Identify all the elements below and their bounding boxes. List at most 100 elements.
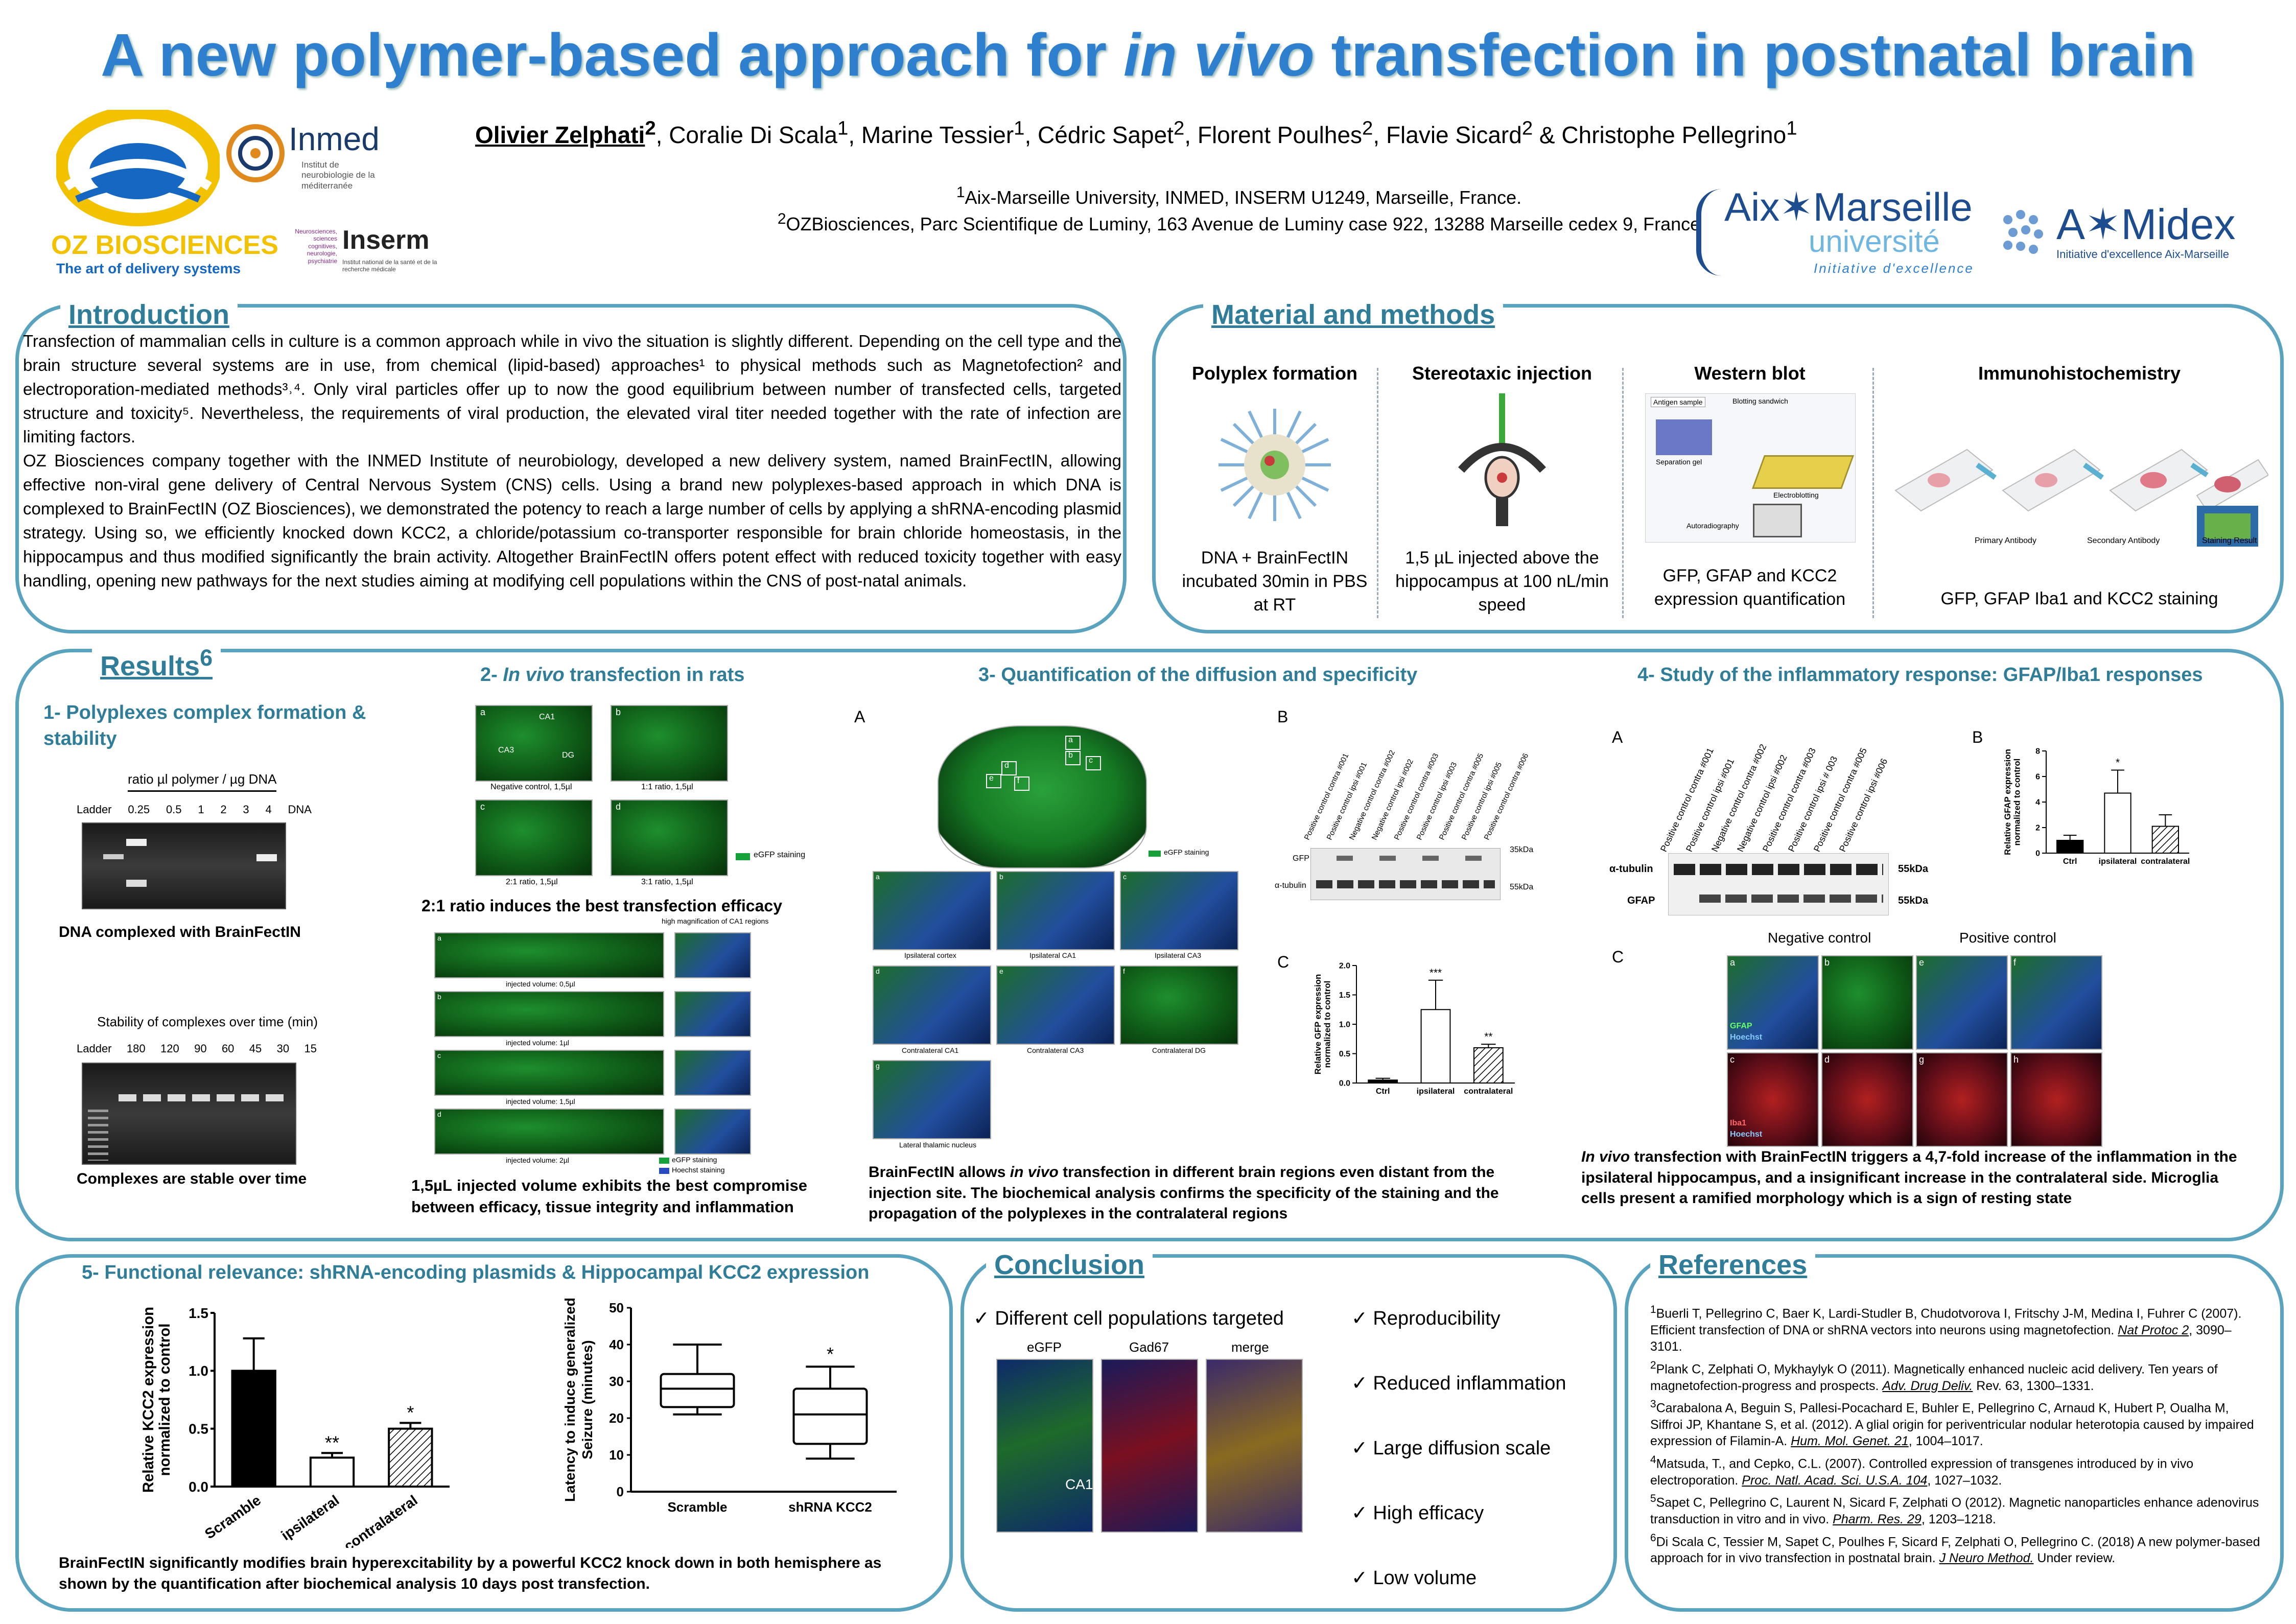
x-tick-label: contralateral bbox=[341, 1492, 420, 1548]
micro-letter: f bbox=[1123, 967, 1125, 975]
s5-title: 5- Functional relevance: shRNA-encoding … bbox=[77, 1262, 875, 1284]
x-tick-label: Scramble bbox=[667, 1499, 727, 1515]
methods-col-title: Western blot bbox=[1694, 363, 1806, 384]
y-tick-label: 20 bbox=[609, 1410, 624, 1426]
author-4: Florent Poulhes2 bbox=[1197, 117, 1373, 149]
results-s2-mid-caption: 2:1 ratio induces the best transfection … bbox=[421, 897, 782, 915]
wb-tank-rect bbox=[1751, 455, 1855, 489]
reference-item: 5Sapet C, Pellegrino C, Laurent N, Sicar… bbox=[1650, 1493, 2259, 1527]
strip-image bbox=[434, 1109, 664, 1155]
y-tick-label: 1.0 bbox=[189, 1363, 208, 1379]
region-label: CA3 bbox=[498, 746, 514, 755]
panel-letter: B bbox=[1277, 708, 1288, 726]
bar bbox=[309, 1456, 355, 1488]
panel-letter: A bbox=[854, 708, 865, 726]
y-tick-label: 50 bbox=[609, 1300, 624, 1315]
methods-col-title: Stereotaxic injection bbox=[1412, 363, 1592, 384]
y-tick-label: 30 bbox=[609, 1374, 624, 1389]
introduction-panel bbox=[15, 304, 1127, 633]
s5-caption: BrainFectIN significantly modifies brain… bbox=[59, 1555, 882, 1592]
strip-image bbox=[434, 1050, 664, 1096]
amidex-sub: Initiative d'excellence Aix-Marseille bbox=[2056, 248, 2230, 261]
references-heading: References bbox=[1650, 1249, 1816, 1281]
roi-letter: f bbox=[1017, 776, 1020, 785]
results-s2-title: 2- In vivo transfection in rats bbox=[480, 664, 745, 686]
x-tick-label: shRNA KCC2 bbox=[788, 1499, 872, 1515]
methods-col-title: Polyplex formation bbox=[1191, 363, 1358, 384]
amidex-dots-icon bbox=[2003, 210, 2043, 254]
check-icon: ✓ bbox=[1351, 1567, 1368, 1589]
roi-box bbox=[986, 774, 1001, 788]
box bbox=[792, 1387, 868, 1445]
brain-section-image bbox=[475, 705, 593, 782]
gel-image-complexation bbox=[82, 822, 286, 909]
y-tick-label: 1.5 bbox=[189, 1305, 208, 1321]
syringe-head-icon bbox=[1458, 393, 1546, 526]
panel-letter: a bbox=[480, 707, 486, 717]
brain-section-image bbox=[611, 705, 728, 782]
wb-film-rect bbox=[1753, 504, 1802, 537]
micro-letter: g bbox=[876, 1062, 880, 1070]
y-axis-label: Relative GFAP expressionnormalized to co… bbox=[2003, 749, 2022, 855]
panel-letter: B bbox=[1972, 728, 1983, 746]
reference-item: 1Buerli T, Pellegrino C, Baer K, Lardi-S… bbox=[1650, 1304, 2242, 1354]
y-axis-label-line: normalized to control bbox=[2012, 759, 2022, 846]
introduction-text: Transfection of mammalian cells in cultu… bbox=[23, 329, 1121, 593]
gfp-bar-chart: 0.00.51.01.52.0Ctrl***ipsilateral**contr… bbox=[1313, 962, 1515, 1096]
panel-letter: C bbox=[1277, 953, 1290, 971]
strip-detail-image bbox=[674, 932, 751, 978]
y-axis-label-line: Relative KCC2 expression bbox=[140, 1307, 157, 1493]
immuno-image bbox=[1916, 1052, 2008, 1147]
y-axis-label-line: Relative GFAP expression bbox=[2003, 749, 2012, 855]
micrograph bbox=[873, 871, 991, 950]
references-list: 1Buerli T, Pellegrino C, Baer K, Lardi-S… bbox=[1650, 1303, 2263, 1570]
brain-section-image bbox=[611, 799, 728, 876]
micro-letter: a bbox=[876, 873, 880, 881]
significance-label: *** bbox=[1430, 967, 1442, 979]
immuno-letter: c bbox=[1730, 1054, 1735, 1065]
legend-label: eGFP staining bbox=[672, 1156, 717, 1164]
micro-caption: Ipsilateral cortex bbox=[904, 951, 956, 959]
strip-detail-image bbox=[674, 1109, 751, 1155]
bar bbox=[2151, 826, 2179, 854]
brain-section-image bbox=[475, 799, 593, 876]
y-axis-label-line: Latency to induce generalized bbox=[562, 1298, 578, 1502]
image-label: eGFP bbox=[1027, 1339, 1062, 1355]
significance-label: ** bbox=[325, 1432, 339, 1453]
author-3: Cédric Sapet2 bbox=[1038, 117, 1185, 149]
bar bbox=[1420, 1009, 1451, 1084]
conclusion-heading: Conclusion bbox=[986, 1249, 1153, 1281]
ca1-tag: CA1 bbox=[1065, 1476, 1093, 1492]
polyplex-icon bbox=[1219, 409, 1331, 521]
legend-label: eGFP staining bbox=[1164, 848, 1209, 856]
reference-item: 6Di Scala C, Tessier M, Sapet C, Poulhes… bbox=[1650, 1532, 2260, 1566]
results-s2-caption: 1,5µL injected volume exhibits the best … bbox=[411, 1176, 807, 1216]
y-tick-label: 0.0 bbox=[1339, 1079, 1350, 1088]
author-6: Christophe Pellegrino1 bbox=[1561, 117, 1797, 149]
legend-label: Hoechst staining bbox=[672, 1166, 725, 1174]
micrograph bbox=[1120, 871, 1238, 950]
references-panel bbox=[1625, 1254, 2284, 1612]
immuno-image bbox=[1727, 1052, 1819, 1147]
gel2-title: Stability of complexes over time (min) bbox=[97, 1014, 318, 1029]
blot-kda: 35kDa bbox=[1510, 845, 1534, 854]
positive-control-label: Positive control bbox=[1959, 930, 2056, 946]
methods-col-title: Immunohistochemistry bbox=[1978, 363, 2181, 384]
functional-panel bbox=[15, 1254, 953, 1612]
y-axis-label-line: Seizure (minutes) bbox=[579, 1340, 595, 1459]
amu-line3: Initiative d'excellence bbox=[1814, 261, 1974, 276]
bar bbox=[388, 1427, 433, 1488]
roi-letter: b bbox=[1068, 751, 1073, 760]
panel-caption: 2:1 ratio, 1,5µl bbox=[506, 878, 558, 886]
methods-heading: Material and methods bbox=[1203, 299, 1504, 331]
bar bbox=[1368, 1079, 1398, 1084]
oz-logo-name: OZ BIOSCIENCES bbox=[51, 230, 278, 260]
gad67-image bbox=[1101, 1359, 1198, 1533]
immuno-letter: f bbox=[2013, 957, 2017, 968]
roi-letter: c bbox=[1089, 756, 1093, 765]
y-axis-label-line: normalized to control bbox=[156, 1324, 173, 1476]
panel-caption: Negative control, 1,5µl bbox=[490, 783, 572, 791]
panel-caption: 1:1 ratio, 1,5µl bbox=[641, 783, 693, 791]
wb-label: Separation gel bbox=[1656, 458, 1702, 466]
conclusion-item: ✓ Reduced inflammation bbox=[1351, 1373, 1566, 1394]
